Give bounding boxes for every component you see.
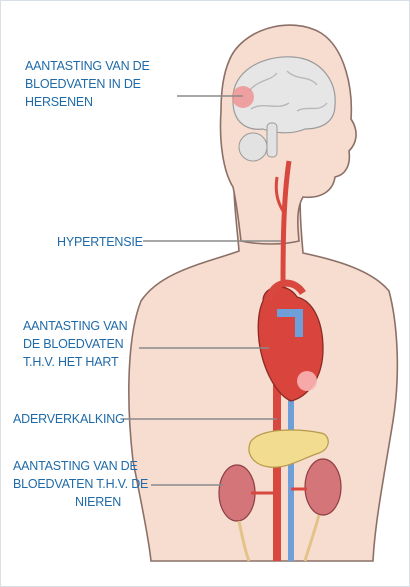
label-atherosclerosis: ADERVERKALKING bbox=[13, 410, 125, 428]
brain-lesion-spot bbox=[232, 86, 254, 108]
label-heart-line-1: AANTASTING VAN bbox=[23, 317, 127, 335]
label-kidneys-line-2: BLOEDVATEN T.H.V. DE bbox=[13, 475, 147, 493]
heart-lesion-spot bbox=[297, 371, 317, 391]
label-heart-line-3: T.H.V. HET HART bbox=[23, 353, 127, 371]
label-kidneys-line-3: NIEREN bbox=[13, 493, 147, 511]
label-brain-line-2: BLOEDVATEN IN DE bbox=[25, 75, 150, 93]
label-hypertension-line-1: HYPERTENSIE bbox=[57, 233, 143, 251]
label-brain-line-1: AANTASTING VAN DE bbox=[25, 57, 150, 75]
left-kidney-shape bbox=[219, 465, 255, 521]
label-kidneys: AANTASTING VAN DE BLOEDVATEN T.H.V. DE N… bbox=[13, 457, 147, 511]
right-kidney-shape bbox=[305, 459, 341, 515]
label-brain: AANTASTING VAN DE BLOEDVATEN IN DE HERSE… bbox=[25, 57, 150, 111]
label-heart: AANTASTING VAN DE BLOEDVATEN T.H.V. HET … bbox=[23, 317, 127, 371]
label-brain-line-3: HERSENEN bbox=[25, 93, 150, 111]
label-heart-line-2: DE BLOEDVATEN bbox=[23, 335, 127, 353]
label-kidneys-line-1: AANTASTING VAN DE bbox=[13, 457, 147, 475]
brain-stem bbox=[267, 123, 277, 157]
cerebellum-shape bbox=[239, 133, 267, 161]
label-hypertension: HYPERTENSIE bbox=[57, 233, 143, 251]
label-atherosclerosis-line-1: ADERVERKALKING bbox=[13, 410, 125, 428]
